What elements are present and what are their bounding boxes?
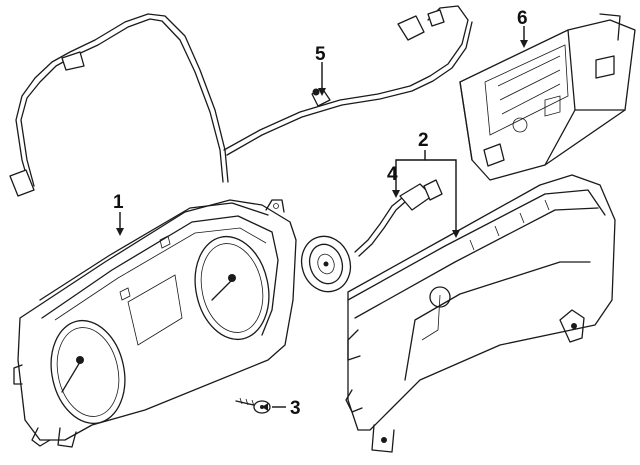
callout-5: 5 — [315, 44, 326, 65]
callout-labels: 1 2 3 4 5 6 — [113, 8, 528, 419]
callout-6: 6 — [517, 8, 528, 29]
callout-2: 2 — [418, 130, 429, 151]
cluster-housing — [345, 174, 616, 453]
speaker-and-lead — [300, 179, 443, 293]
instrument-cluster — [13, 199, 297, 448]
callout-4: 4 — [387, 164, 398, 185]
callout-3: 3 — [290, 398, 301, 419]
module-unit — [459, 13, 636, 181]
wiring-harness — [9, 13, 229, 197]
callout-1: 1 — [113, 192, 124, 213]
speaker-harness — [223, 5, 473, 156]
leader-lines — [116, 26, 528, 411]
